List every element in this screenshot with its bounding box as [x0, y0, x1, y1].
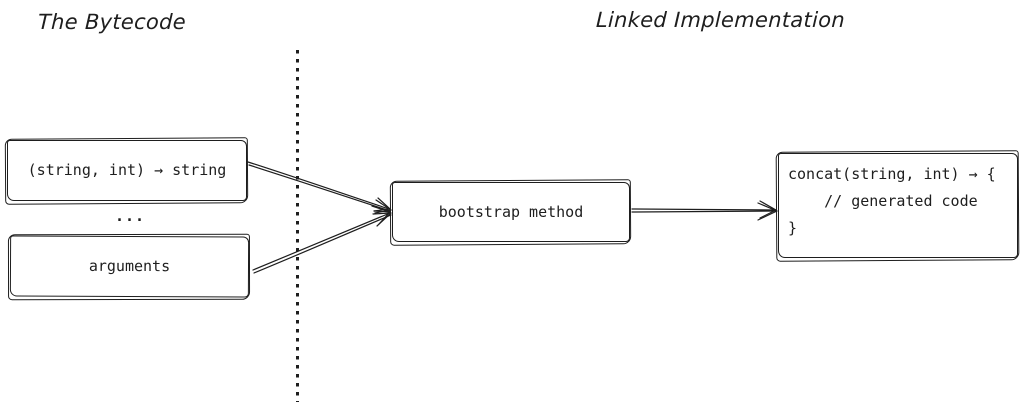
arrow-bootstrap-to-generated-code	[631, 200, 778, 221]
arguments-label: arguments	[88, 256, 171, 276]
arrow-arguments-to-bootstrap	[252, 205, 392, 274]
method-type-label: (string, int) → string	[27, 161, 227, 179]
generated-code-box: concat(string, int) → { // generated cod…	[778, 153, 1018, 258]
arguments-box: arguments	[9, 235, 250, 298]
section-divider-dotted-line	[296, 50, 299, 402]
bootstrap-method-label: bootstrap method	[438, 202, 584, 221]
ellipsis-between-boxes: ...	[114, 207, 146, 225]
linked-implementation-section-title: Linked Implementation	[595, 8, 846, 32]
method-type-box: (string, int) → string	[7, 140, 247, 201]
generated-code-text: concat(string, int) → { // generated cod…	[788, 165, 996, 237]
arrow-method-type-to-bootstrap	[247, 161, 392, 214]
bootstrap-method-box: bootstrap method	[392, 182, 630, 242]
bytecode-section-title: The Bytecode	[37, 10, 187, 34]
